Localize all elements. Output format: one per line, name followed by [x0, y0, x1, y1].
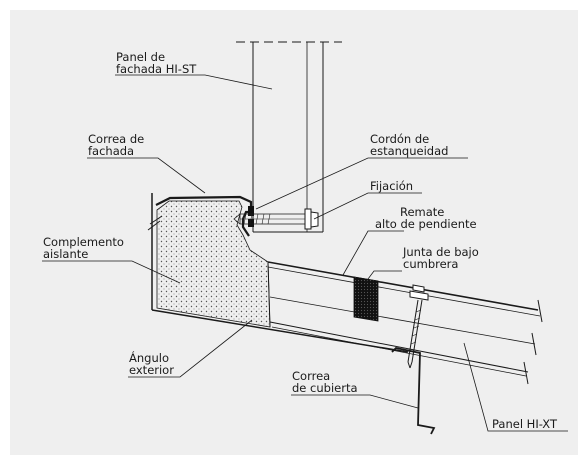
label-angulo-2: exterior	[129, 363, 174, 377]
leader-lines	[42, 74, 568, 432]
label-panel-fachada-2: fachada HI-ST	[116, 62, 197, 76]
leader-fijacion	[313, 192, 422, 220]
facade-fastener	[233, 208, 319, 230]
label-panel-fachada-1: Panel de	[116, 50, 165, 64]
leader-correa-fachada	[87, 157, 206, 194]
roof-purlin	[391, 347, 436, 435]
insulation-complement	[156, 200, 271, 328]
leader-complemento	[42, 260, 181, 284]
label-junta-1: Junta de bajo	[402, 245, 479, 259]
label-correa-cubierta-2: de cubierta	[292, 381, 358, 395]
label-fijacion: Fijación	[370, 179, 413, 193]
label-remate-2: alto de pendiente	[375, 217, 477, 231]
roof-panel	[267, 261, 543, 385]
label-complemento-2: aislante	[43, 247, 88, 261]
leader-correa-cubierta	[291, 394, 419, 409]
leader-panel-fachada	[115, 74, 273, 90]
labels: Panel de fachada HI-ST Correa de fachada…	[43, 50, 558, 431]
leader-remate	[342, 230, 404, 276]
label-cordon-2: estanqueidad	[370, 144, 448, 158]
label-junta-2: cumbrera	[403, 257, 458, 271]
ridge-seal	[353, 276, 379, 322]
leader-cordon	[255, 157, 468, 210]
leader-junta	[364, 270, 402, 284]
label-correa-fachada-1: Correa de	[88, 132, 144, 146]
label-panel-hixt: Panel HI-XT	[492, 417, 558, 431]
label-complemento-1: Complemento	[43, 235, 124, 249]
sealing-cord	[248, 206, 254, 227]
label-angulo-1: Ángulo	[129, 350, 169, 365]
label-correa-fachada-2: fachada	[88, 144, 134, 158]
label-correa-cubierta-1: Correa	[292, 369, 330, 383]
leader-panel-hixt	[463, 342, 568, 432]
leader-angulo	[128, 319, 253, 378]
facade-panel	[236, 41, 342, 233]
label-remate-1: Remate	[400, 205, 444, 219]
label-cordon-1: Cordón de	[370, 132, 429, 146]
